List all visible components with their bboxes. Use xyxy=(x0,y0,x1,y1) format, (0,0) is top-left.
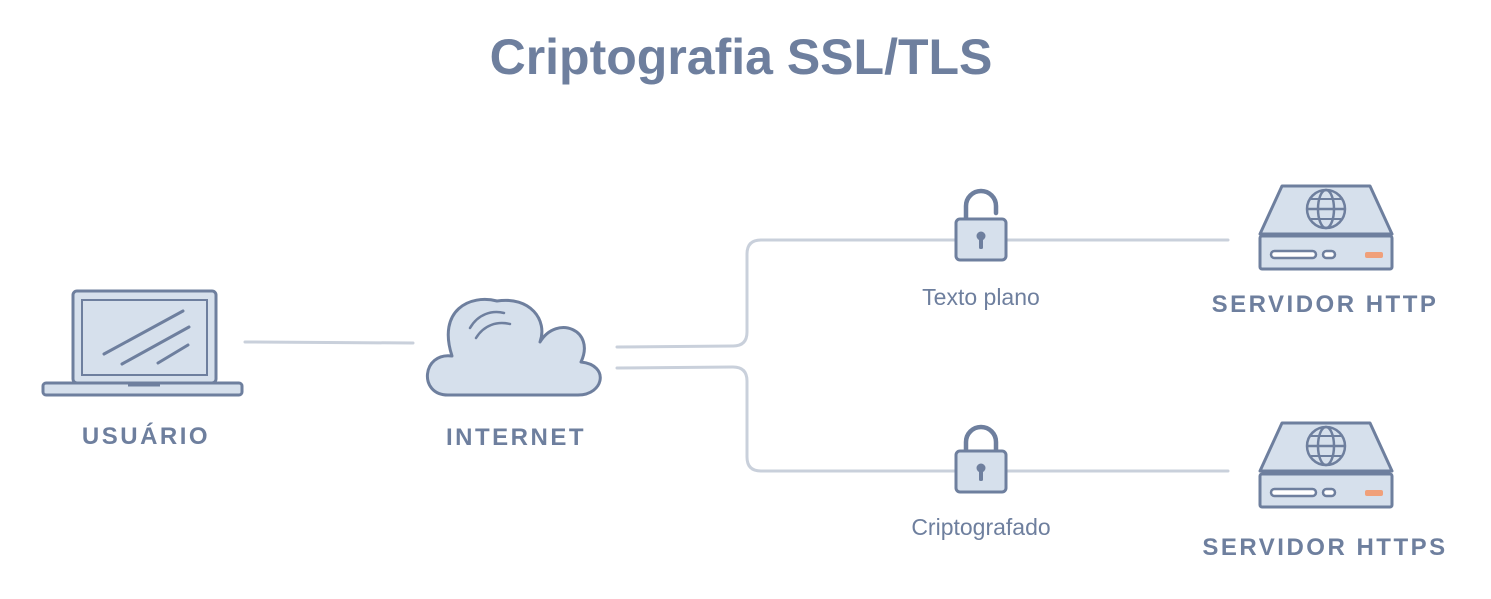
line-internet-https xyxy=(615,365,1230,473)
encrypted-label: Criptografado xyxy=(911,514,1050,540)
https-server-label: SERVIDOR HTTPS xyxy=(1202,534,1447,561)
http-server-label: SERVIDOR HTTP xyxy=(1212,291,1439,318)
cloud-icon xyxy=(425,298,602,397)
line-user-internet xyxy=(243,340,415,345)
laptop-icon xyxy=(41,289,244,397)
line-internet-http xyxy=(615,238,1230,349)
user-label: USUÁRIO xyxy=(82,422,210,450)
server-globe-icon xyxy=(1258,421,1394,509)
page-title: Criptografia SSL/TLS xyxy=(490,29,993,85)
locked-padlock-icon xyxy=(954,424,1008,494)
internet-label: INTERNET xyxy=(446,424,586,451)
plain-text-label: Texto plano xyxy=(922,284,1040,310)
server-globe-icon xyxy=(1258,184,1394,271)
connection-lines xyxy=(243,238,1230,473)
unlocked-padlock-icon xyxy=(954,188,1008,262)
